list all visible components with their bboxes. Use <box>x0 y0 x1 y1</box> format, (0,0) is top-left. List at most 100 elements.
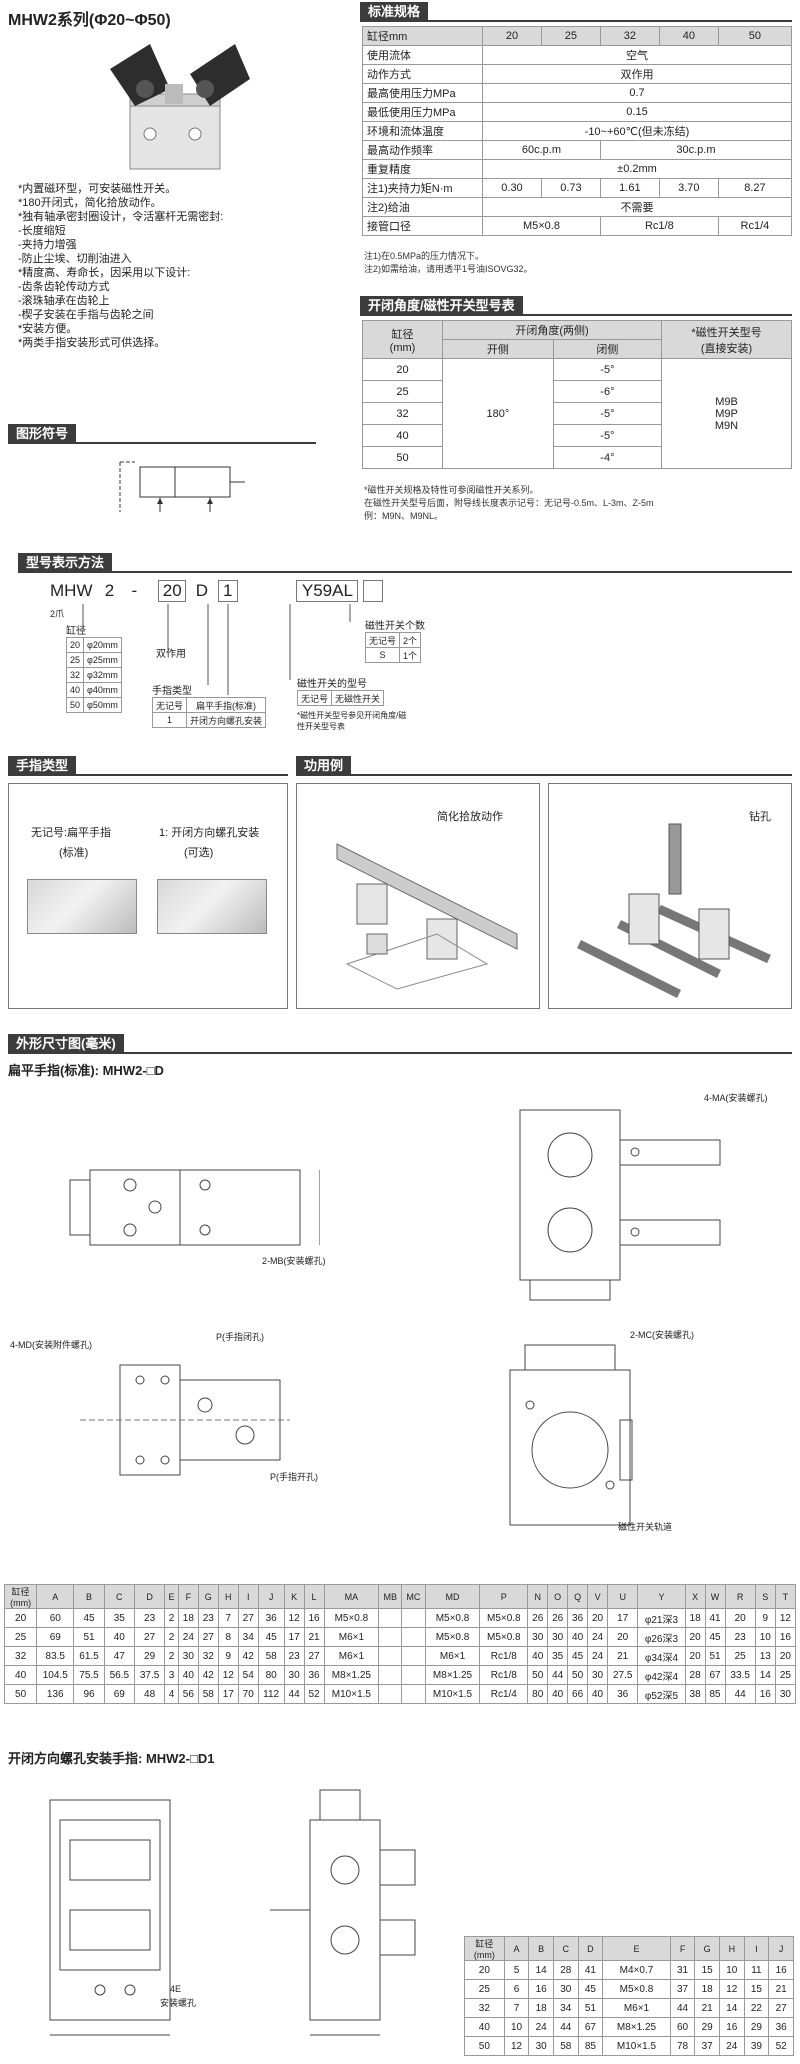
dim-cell: M4×0.7 <box>602 1960 671 1980</box>
dim-cell: M10×1.5 <box>323 1684 380 1704</box>
bore-code: 50 <box>65 697 85 713</box>
angle-close: -5° <box>552 358 663 381</box>
spec-label: 最低使用压力MPa <box>362 102 483 122</box>
dim-header-cell: U <box>607 1584 639 1609</box>
angle-bore: 25 <box>362 380 443 403</box>
model-code-series: MHW <box>50 581 93 600</box>
dim-header-cell: X <box>684 1584 706 1609</box>
dim-header-cell: J <box>768 1936 794 1961</box>
section-divider <box>360 20 792 22</box>
spec-value: 30c.p.m <box>599 140 793 160</box>
dim-cell: 14 <box>754 1665 776 1685</box>
dim-header-cell: MA <box>323 1584 380 1609</box>
spec-value: 空气 <box>482 45 792 65</box>
dim-cell: 80 <box>257 1665 285 1685</box>
dim-cell: 33.5 <box>724 1665 756 1685</box>
dim-cell: 16 <box>754 1684 776 1704</box>
model-code: MHW 2 - 20 D 1 Y59AL <box>50 580 384 604</box>
dim-cell: 25 <box>724 1646 756 1666</box>
dim-cell: 52 <box>303 1684 325 1704</box>
dim-cell <box>378 1608 403 1628</box>
dim-cell: 36 <box>567 1608 589 1628</box>
bore-size: φ50mm <box>83 697 122 713</box>
dim-cell: 42 <box>237 1646 259 1666</box>
dim-cell: 30 <box>528 2036 554 2056</box>
spec-note: 注2)如需给油，请用透平1号油ISOVG32。 <box>364 264 533 274</box>
feature-item: *独有轴承密封圈设计，令活塞杆无需密封: <box>18 211 224 223</box>
angle-header-bore: 缸径 (mm) <box>362 320 443 359</box>
feature-item: *内置磁环型，可安装磁性开关。 <box>18 183 177 195</box>
spec-value: ±0.2mm <box>482 159 792 179</box>
dim-cell: M5×0.8 <box>479 1608 529 1628</box>
dim-cell: 54 <box>237 1665 259 1685</box>
angle-bore: 20 <box>362 358 443 381</box>
dim-cell: 12 <box>217 1665 239 1685</box>
dim-cell: 40 <box>103 1627 135 1647</box>
section-usage-title: 功用例 <box>296 756 352 776</box>
model-leader-lines <box>82 604 351 695</box>
dim-cell: 16 <box>719 2017 745 2037</box>
switch-model: M9B <box>715 395 738 408</box>
dim-cell: 26 <box>527 1608 549 1628</box>
dim-cell <box>378 1646 403 1666</box>
top-view-drawing <box>80 1364 290 1476</box>
dim-header-cell: 缸径 (mm) <box>464 1936 505 1961</box>
spec-value: Rc1/8 <box>599 216 719 236</box>
dim-cell <box>401 1665 426 1685</box>
dim-cell: 23 <box>197 1608 219 1628</box>
dim-cell: 9 <box>217 1646 239 1666</box>
dim-cell: 16 <box>774 1627 797 1647</box>
dim-cell: 58 <box>257 1646 285 1666</box>
label-2mc: 2-MC(安装螺孔) <box>630 1330 694 1340</box>
angle-bore: 32 <box>362 402 443 425</box>
dim-cell: 8 <box>217 1627 239 1647</box>
dim-cell: 38 <box>684 1684 706 1704</box>
dim-cell: 30 <box>547 1627 569 1647</box>
dim-header-cell: G <box>197 1584 219 1609</box>
dim-cell: M8×1.25 <box>602 2017 671 2037</box>
angle-header-row: 缸径 (mm) 开闭角度(两侧) *磁性开关型号 (直接安装) <box>362 320 792 359</box>
section-divider <box>18 571 792 573</box>
dim-cell: 104.5 <box>36 1665 75 1685</box>
feature-item: *安装方便。 <box>18 323 78 335</box>
label-4e-sub: 安装螺孔 <box>160 1998 197 2008</box>
dim-cell: 67 <box>704 1665 726 1685</box>
feature-item: *精度高、寿命长，因采用以下设计: <box>18 267 191 279</box>
product-photo <box>90 34 255 174</box>
dim-cell: 12 <box>719 1979 745 1999</box>
angle-bore: 40 <box>362 424 443 447</box>
spec-label: 接管口径 <box>362 216 483 236</box>
dim-cell: Rc1/8 <box>479 1646 529 1666</box>
dim-cell: 29 <box>694 2017 720 2037</box>
spec-row: 环境和流体温度-10~+60℃(但未冻结) <box>362 121 792 141</box>
dim-cell: 26 <box>547 1608 569 1628</box>
dim-cell: 12 <box>774 1608 797 1628</box>
dim-cell: 48 <box>133 1684 166 1704</box>
dim-cell: φ26深3 <box>637 1627 686 1647</box>
dim-header-cell: 缸径 (mm) <box>3 1584 38 1609</box>
bottom-view-drawing <box>509 1344 633 1526</box>
dim-cell: 78 <box>669 2036 696 2056</box>
dim-cell: 36 <box>257 1608 285 1628</box>
usage-panel-left: 简化拾放动作 <box>296 783 540 1009</box>
dim-header-cell: C <box>103 1584 135 1609</box>
spec-value: 8.27 <box>717 178 793 198</box>
dim-cell: 56.5 <box>103 1665 135 1685</box>
model-code-count <box>363 580 384 602</box>
dim-cell: 44 <box>283 1684 305 1704</box>
section-finger-title: 手指类型 <box>8 756 77 776</box>
dim-cell: 20 <box>3 1608 38 1628</box>
dim-cell: M6×1 <box>424 1646 481 1666</box>
dim-cell: 36 <box>768 2017 794 2037</box>
section-divider <box>296 774 792 776</box>
dim-cell: M5×0.8 <box>424 1608 481 1628</box>
dim-header-cell: H <box>217 1584 239 1609</box>
dim-header-cell: D <box>133 1584 166 1609</box>
